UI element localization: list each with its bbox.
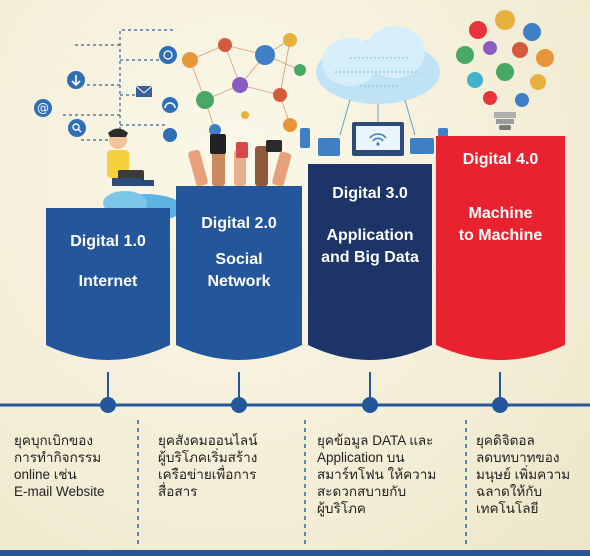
description-line: เครือข่ายเพื่อการ	[158, 467, 257, 482]
description-line: สะดวกสบายกับ	[317, 484, 407, 499]
era-card-digital-3: Digital 3.0 Application and Big Data	[308, 164, 432, 326]
description-line: มนุษย์ เพิ่มความ	[476, 467, 571, 482]
era-card-digital-4: Digital 4.0 Machine to Machine	[436, 136, 565, 326]
description-line: การทำกิจกรรม	[14, 450, 102, 465]
description-line: ผู้บริโภค	[317, 501, 366, 516]
description-line: Application บน	[317, 450, 405, 465]
description-line: ยุคบุกเบิกของ	[14, 433, 93, 448]
wifi-icon	[369, 133, 387, 146]
era-stage-label: Digital 3.0	[332, 185, 408, 202]
svg-text:@: @	[37, 101, 49, 115]
download-icon	[67, 71, 85, 89]
headphones-icon	[162, 97, 178, 113]
hands-with-phones-illustration	[188, 134, 292, 187]
era-card-digital-2: Digital 2.0 Social Network	[176, 186, 302, 326]
cloud-data-illustration	[300, 26, 448, 156]
email-icon	[135, 85, 153, 97]
description-line: ยุคสังคมออนไลน์	[158, 433, 258, 448]
timeline-node-3	[362, 397, 378, 413]
timeline	[0, 371, 590, 556]
description-line: เทคโนโลยี	[476, 501, 539, 516]
search-icon	[68, 119, 86, 137]
era-stage-label: Digital 2.0	[201, 215, 277, 232]
era-name-line: Social	[215, 251, 263, 268]
card-funnels	[46, 325, 565, 360]
era-stage-label: Digital 4.0	[462, 151, 539, 168]
description-line: สมาร์ทโฟน ให้ความ	[317, 467, 437, 482]
description-line: สื่อสาร	[158, 484, 198, 499]
era-card-digital-1: Digital 1.0 Internet	[46, 208, 170, 326]
timeline-node-4	[492, 397, 508, 413]
description-line: online เช่น	[14, 467, 77, 482]
at-sign-icon: @	[34, 99, 52, 117]
era-description-3: ยุคข้อมูล DATA และ Application บน สมาร์ท…	[317, 432, 436, 517]
description-line: ยุคข้อมูล DATA และ	[317, 433, 434, 448]
era-description-1: ยุคบุกเบิกของ การทำกิจกรรม online เช่น E…	[14, 432, 105, 500]
era-name-line: to Machine	[458, 227, 543, 244]
era-description-4: ยุคดิจิตอล ลดบทบาทของ มนุษย์ เพิ่มความ ฉ…	[476, 432, 588, 517]
description-line: ลดบทบาทของ	[476, 450, 560, 465]
description-line: ยุคดิจิตอล	[476, 433, 535, 448]
profile-nodes	[182, 33, 306, 136]
era-name-line: Machine	[468, 205, 533, 222]
lightbulb-ideas-illustration	[456, 10, 554, 130]
description-line: ฉลาดให้กับ	[476, 484, 543, 499]
era-stage-label: Digital 1.0	[70, 233, 146, 250]
era-name-line: Internet	[78, 273, 138, 290]
small-globe-icon	[163, 128, 177, 142]
era-name-line: and Big Data	[321, 249, 419, 266]
era-name-line: Network	[207, 273, 271, 290]
description-line: ผู้บริโภคเริ่มสร้าง	[158, 450, 258, 465]
globe-icon	[159, 46, 177, 64]
timeline-node-1	[100, 397, 116, 413]
era-description-2: ยุคสังคมออนไลน์ ผู้บริโภคเริ่มสร้าง เครื…	[158, 432, 257, 500]
timeline-node-2	[231, 397, 247, 413]
description-line: E-mail Website	[14, 484, 105, 499]
era-name-line: Application	[326, 227, 414, 244]
